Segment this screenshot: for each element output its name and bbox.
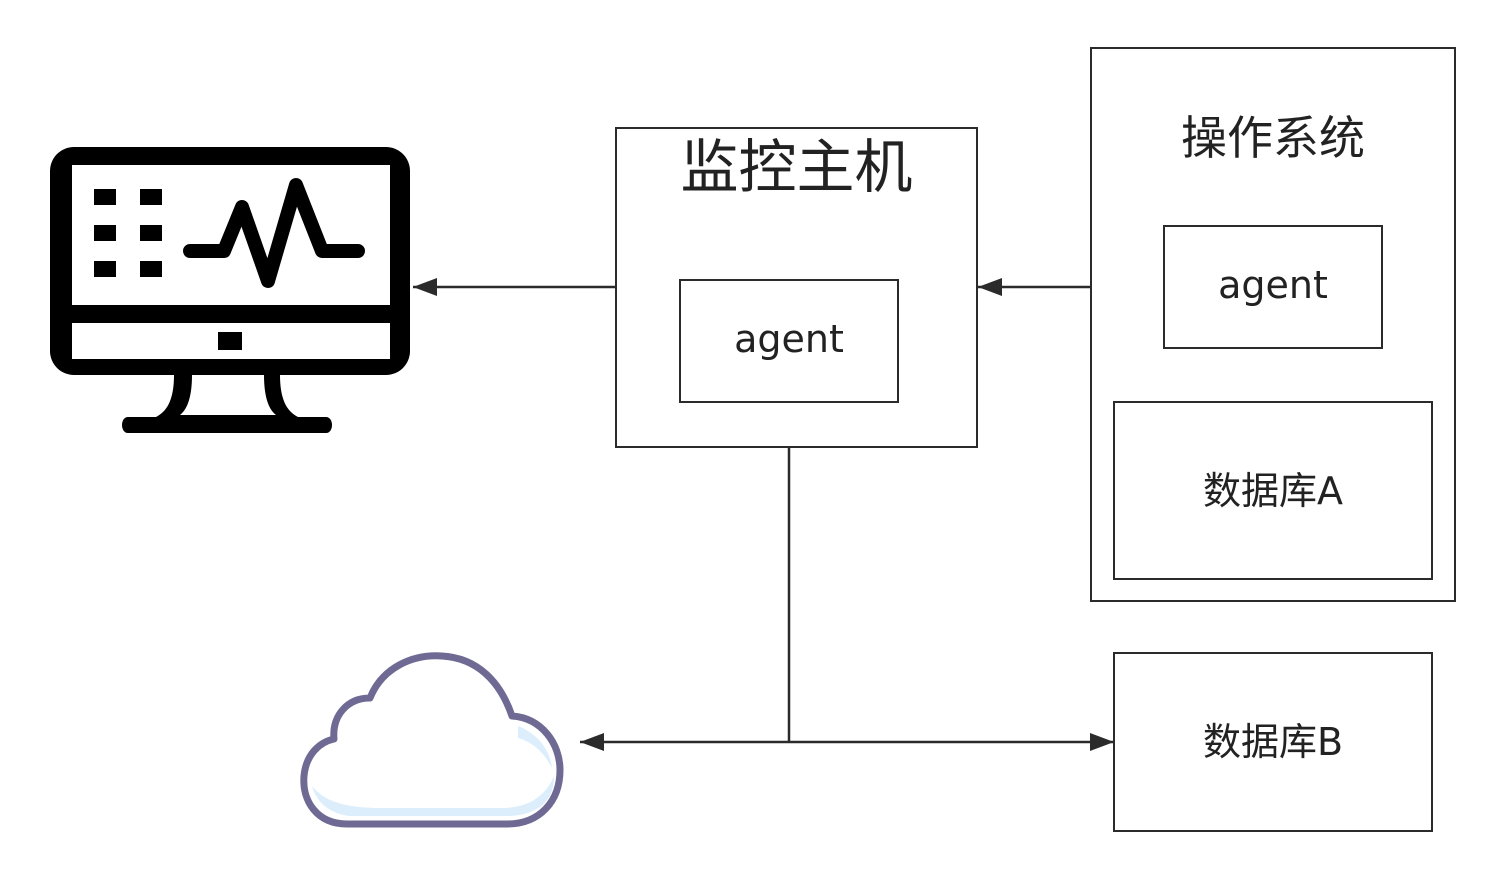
monitor-host-agent-label: agent [734,317,844,361]
database-b-label: 数据库B [1202,720,1344,764]
os-agent-label: agent [1218,263,1328,307]
cloud-icon [300,652,564,828]
database-b-box [1113,652,1433,832]
monitor-dashboard-icon [50,147,410,433]
monitor-host-title: 监控主机 [680,133,913,201]
os-agent-box [1163,225,1383,349]
monitor-host-agent-box [679,279,899,403]
database-a-box [1113,401,1433,580]
os-title: 操作系统 [1181,111,1365,165]
database-a-label: 数据库A [1203,469,1343,513]
